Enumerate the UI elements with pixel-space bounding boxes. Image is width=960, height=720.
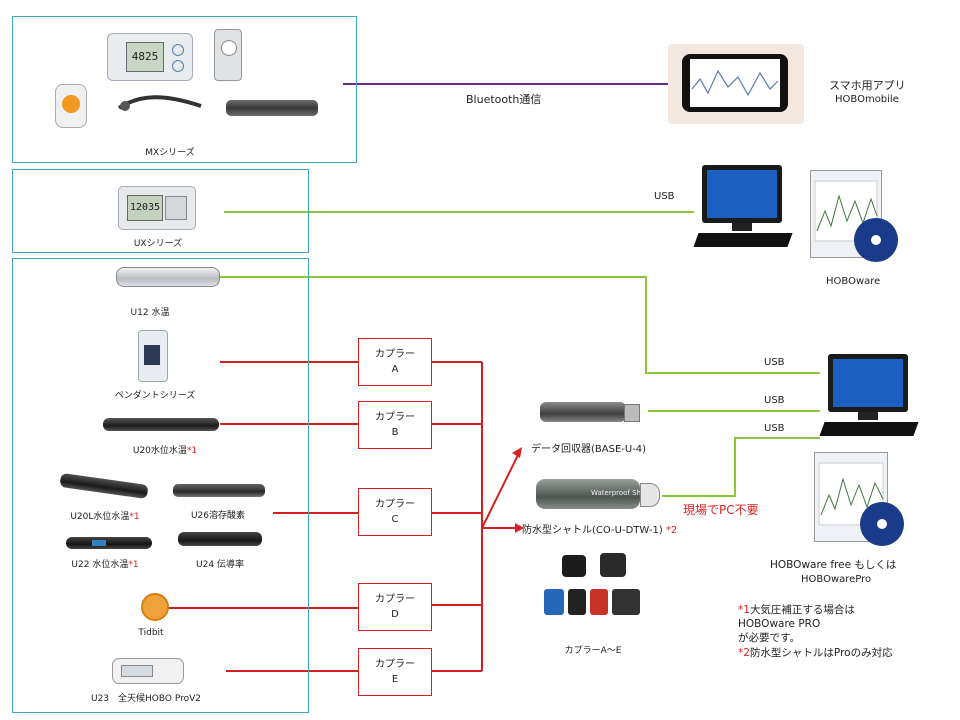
pro-label-line1: HOBOware free もしくは: [770, 559, 897, 571]
u26-device: [173, 484, 265, 497]
usb-label-3: USB: [764, 423, 785, 434]
u20l-label: U20L水位水温*1: [60, 509, 150, 522]
pro-label-line2: HOBOwarePro: [801, 574, 872, 585]
coupler-d-id: D: [391, 609, 399, 620]
u-series-box: [12, 258, 309, 713]
u24-device: [178, 532, 262, 546]
u24-label: U24 伝導率: [196, 560, 244, 570]
mx-series-box: [12, 16, 357, 163]
u20l-footnote-mark: *1: [129, 512, 140, 522]
app-label-line1: スマホ用アプリ: [829, 79, 906, 92]
u23-device: [112, 658, 184, 684]
footnotes: *1大気圧補正する場合は HOBOware PRO が必要です。 *2防水型シャ…: [738, 603, 893, 660]
u23-label: U23 全天候HOBO ProV2: [90, 694, 201, 704]
coupler-d-name: カプラー: [375, 594, 415, 605]
u20-footnote-mark: *1: [186, 446, 198, 456]
coupler-e-name: カプラー: [375, 659, 415, 670]
field-no-pc-label: 現場でPC不要: [683, 503, 759, 517]
smartphone-image: [668, 44, 804, 124]
shuttle-footnote-mark: *2: [665, 525, 678, 536]
footnote-2-text: 防水型シャトルはProのみ対応: [749, 646, 893, 659]
mx-logger-device: 4825: [107, 33, 193, 81]
mx-logger-screen: 4825: [126, 42, 164, 72]
footnote-1-mark: *1: [738, 604, 750, 616]
mx-probe-cable: [115, 92, 205, 114]
bus-to-base: [481, 454, 519, 529]
hoboware-label: HOBOware: [826, 276, 881, 287]
u22-footnote-mark: *1: [128, 560, 139, 570]
ux-usb-label: USB: [654, 191, 675, 202]
coupler-c-box: カプラー C: [358, 488, 432, 536]
u20l-name: U20L水位水温: [70, 512, 130, 522]
coupler-set-label: カプラーA～E: [564, 646, 622, 656]
pc-monitor-main: [819, 354, 919, 440]
coupler-c-id: C: [391, 514, 399, 525]
coupler-a-name: カプラー: [375, 349, 415, 360]
pc-monitor-ux: [693, 165, 793, 251]
ux-logger-device: 12035: [118, 186, 196, 230]
footnote-2: *2防水型シャトルはProのみ対応: [738, 646, 893, 660]
usb-label-2: USB: [764, 395, 785, 406]
coupler-b-box: カプラー B: [358, 401, 432, 449]
mx-series-label: MXシリーズ: [145, 148, 195, 158]
shuttle-brand: Waterproof Shuttle: [591, 489, 658, 497]
coupler-e-box: カプラー E: [358, 648, 432, 696]
footnote-1: *1大気圧補正する場合は: [738, 603, 893, 617]
u22-label: U22 水位水温*1: [60, 557, 150, 570]
shuttle-label: 防水型シャトル(CO-U-DTW-1) *2: [522, 521, 677, 536]
smartphone-graph: [691, 69, 779, 97]
hoboware-screenshot: [814, 180, 878, 242]
u20-name: U20水位水温: [132, 446, 187, 456]
footnote-1-line3: が必要です。: [738, 632, 800, 645]
shuttle-usb-line: [662, 437, 820, 497]
coupler-a-box: カプラー A: [358, 338, 432, 386]
u12-device: [116, 267, 220, 287]
arrow-base: [512, 447, 522, 458]
ux-series-box: [12, 169, 309, 253]
coupler-a-id: A: [391, 364, 399, 375]
coupler-set-image: [540, 553, 644, 627]
ux-logger-screen: 12035: [127, 195, 163, 221]
coupler-e-id: E: [391, 674, 399, 685]
u12-label: U12 水温: [130, 308, 170, 318]
tidbit-label: Tidbit: [138, 628, 164, 638]
u22-device: [66, 537, 152, 549]
footnote-1-text: 大気圧補正する場合は: [749, 604, 855, 616]
coupler-b-name: カプラー: [375, 412, 415, 423]
footnote-2-mark: *2: [738, 646, 750, 659]
pendant-device: [138, 330, 168, 382]
tidbit-device: [141, 593, 169, 621]
base-station-label: データ回収器(BASE-U-4): [531, 444, 647, 455]
pendant-label: ペンダントシリーズ: [114, 391, 196, 401]
mx-small-logger: [214, 29, 242, 81]
coupler-d-box: カプラー D: [358, 583, 432, 631]
u22-name: U22 水位水温: [71, 560, 129, 570]
hobowarepro-package: [814, 452, 906, 550]
mx-pendant-orange: [55, 84, 87, 128]
u20-label: U20水位水温*1: [110, 443, 220, 456]
base-station-device: [540, 398, 650, 424]
shuttle-device: Waterproof Shuttle: [536, 477, 660, 511]
usb-label-1: USB: [764, 357, 785, 368]
coupler-c-name: カプラー: [375, 499, 415, 510]
u20-device: [103, 418, 219, 431]
shuttle-name: 防水型シャトル(CO-U-DTW-1): [522, 525, 663, 536]
mx-water-logger: [226, 100, 318, 116]
u26-label: U26溶存酸素: [190, 511, 246, 521]
bluetooth-label: Bluetooth通信: [466, 93, 542, 106]
app-label-line2: HOBOmobile: [835, 94, 899, 105]
hoboware-package: [810, 170, 900, 266]
ux-series-label: UXシリーズ: [133, 239, 183, 249]
footnote-1-line2: HOBOware PRO: [738, 618, 821, 631]
coupler-b-id: B: [391, 427, 399, 438]
